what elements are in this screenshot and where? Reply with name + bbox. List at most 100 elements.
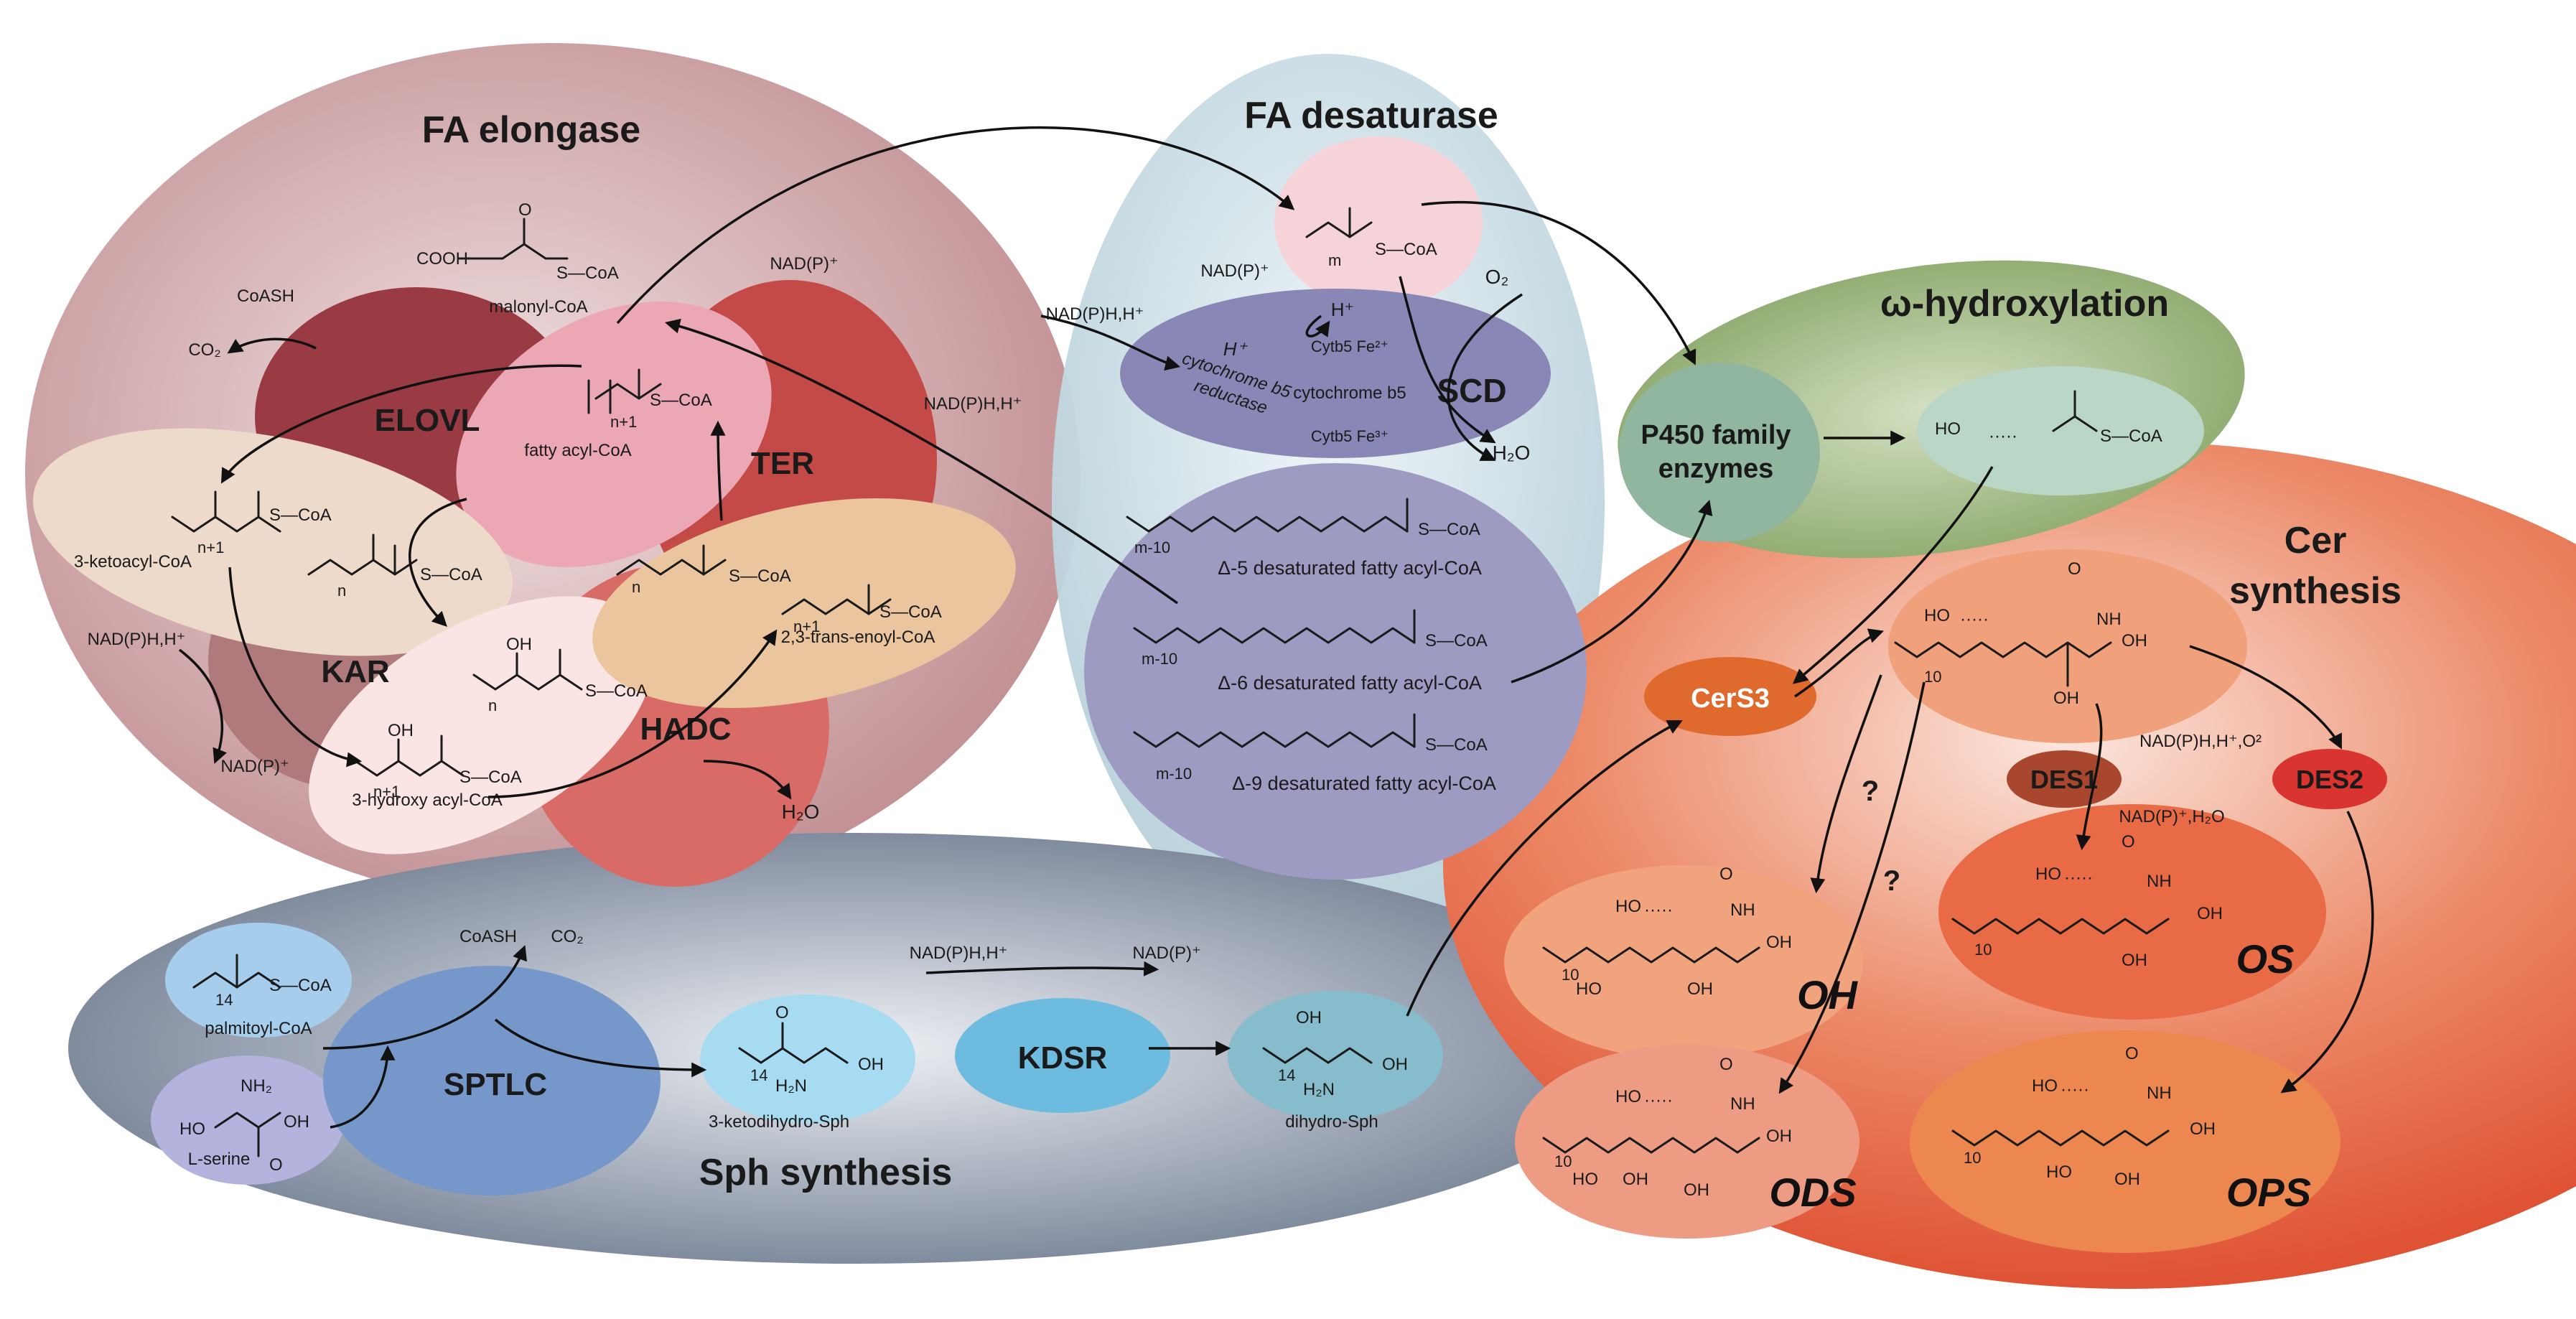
hydroxy2-oh: OH bbox=[388, 721, 414, 740]
l-serine-label: L-serine bbox=[188, 1150, 251, 1169]
ceramide-ops-structure: HO ····· O NH OH HO OH 10 bbox=[1951, 1044, 2216, 1189]
os-ho: HO bbox=[2035, 864, 2061, 884]
palmitoyl-coa-structure: 14 S—CoA bbox=[192, 954, 332, 1009]
oh-oh1: OH bbox=[1766, 933, 1792, 952]
dihydro-sph-oval bbox=[1228, 991, 1443, 1120]
palmitoyl-coa-label: palmitoyl-CoA bbox=[205, 1019, 312, 1038]
dhcer-dots: ····· bbox=[1960, 610, 1989, 629]
ceramide-ods-structure: HO ····· O NH OH HO OH OH 10 bbox=[1542, 1055, 1792, 1200]
p450-label-2: enzymes bbox=[1658, 454, 1774, 484]
sptlc-label: SPTLC bbox=[444, 1067, 547, 1102]
ods-ho: HO bbox=[1615, 1087, 1641, 1106]
os-dots: ····· bbox=[2064, 868, 2093, 887]
kar-label: KAR bbox=[321, 654, 389, 689]
dihydroceramide-structure: HO ····· O NH OH OH 10 bbox=[1894, 559, 2147, 708]
enoyl-coa-structure: n+1 S—CoA bbox=[781, 584, 942, 635]
scd-complex bbox=[1120, 289, 1551, 458]
sptlc-blob bbox=[323, 966, 661, 1196]
nadp-kdsr-label: NAD(P)⁺ bbox=[1132, 943, 1200, 963]
delta6-m10: m-10 bbox=[1142, 650, 1177, 668]
dh-sph-14: 14 bbox=[1278, 1066, 1295, 1084]
keto-n1: n+1 bbox=[197, 539, 224, 556]
omega-hydroxylation-title: ω-hydroxylation bbox=[1880, 283, 2169, 325]
fatty-acyl-coa-oval bbox=[456, 302, 772, 567]
omega-hydroxy-structure: HO ····· S—CoA bbox=[1935, 390, 2162, 446]
enoyl-coa-oval bbox=[592, 498, 1016, 709]
ketodihydro-sph-label: 3-ketodihydro-Sph bbox=[709, 1112, 849, 1132]
acyl-coa-n-structure: n S—CoA bbox=[307, 533, 482, 600]
cytb5-fe2-label: Cytb5 Fe²⁺ bbox=[1311, 337, 1389, 355]
dhcer-oh1: OH bbox=[2122, 631, 2147, 651]
fa-elongase-title: FA elongase bbox=[422, 109, 640, 151]
omega-scoa: S—CoA bbox=[2100, 427, 2162, 446]
oh-ho: HO bbox=[1615, 897, 1641, 916]
serine-oh: OH bbox=[284, 1112, 309, 1132]
h-plus-label-1: H⁺ bbox=[1223, 338, 1249, 360]
enoyl2-scoa: S—CoA bbox=[729, 567, 791, 586]
acyl-n: n bbox=[337, 582, 346, 600]
nadp-des-label: NAD(P)⁺,H₂O bbox=[2119, 807, 2224, 826]
dhcer-ho: HO bbox=[1924, 606, 1950, 625]
hydroxy2-scoa: S—CoA bbox=[459, 768, 522, 787]
h-plus-label-2: H⁺ bbox=[1331, 299, 1355, 320]
nadp-plus-label-2: NAD(P)⁺ bbox=[220, 757, 289, 776]
enoyl-coa-label: 2,3-trans-enoyl-CoA bbox=[781, 628, 935, 647]
co2-label-1: CO₂ bbox=[188, 340, 220, 360]
des1-label: DES1 bbox=[2030, 765, 2098, 794]
oh-dots: ····· bbox=[1644, 900, 1673, 920]
delta9-structure: m-10 S—CoA bbox=[1133, 713, 1488, 783]
enoyl2-n: n bbox=[632, 578, 640, 596]
hydroxy-n: n bbox=[488, 696, 497, 714]
ods-oh3: OH bbox=[1684, 1180, 1709, 1200]
ceramide-os-oval bbox=[1938, 804, 2326, 1020]
ops-10: 10 bbox=[1964, 1149, 1981, 1167]
keto-sph-o: O bbox=[775, 1003, 789, 1022]
ceramide-ops-label: OPS bbox=[2226, 1170, 2311, 1215]
ops-oh2: OH bbox=[2114, 1170, 2140, 1189]
p450-blob bbox=[1619, 363, 1820, 542]
dihydro-sph-label: dihydro-Sph bbox=[1285, 1112, 1378, 1132]
serine-o: O bbox=[269, 1155, 283, 1175]
hydroxy-acyl-n-structure: OH n S—CoA bbox=[472, 635, 648, 714]
sph-synthesis-title: Sph synthesis bbox=[699, 1152, 953, 1193]
cytochrome-b5-label: cytochrome b5 bbox=[1293, 383, 1406, 403]
coash-label-1: CoASH bbox=[237, 286, 294, 306]
ceramide-ods-oval bbox=[1515, 1045, 1859, 1239]
keto-sph-oh: OH bbox=[858, 1055, 884, 1074]
keto-sph-14: 14 bbox=[750, 1066, 767, 1084]
keto-scoa: S—CoA bbox=[269, 505, 332, 525]
oh-10: 10 bbox=[1562, 966, 1579, 984]
serine-ho: HO bbox=[179, 1119, 205, 1139]
hydroxyacyl-coa-label: 3-hydroxy acyl-CoA bbox=[352, 791, 502, 810]
ods-nh: NH bbox=[1730, 1094, 1755, 1114]
dhcer-o: O bbox=[2068, 559, 2081, 579]
ops-ho: HO bbox=[2032, 1076, 2058, 1096]
ops-o: O bbox=[2125, 1044, 2139, 1063]
cers3-label: CerS3 bbox=[1691, 684, 1770, 714]
fatty-acyl-coa-m-oval bbox=[1274, 136, 1483, 309]
ods-ho2: HO bbox=[1572, 1170, 1598, 1189]
malonyl-o: O bbox=[518, 200, 532, 220]
dhcer-oh2: OH bbox=[2053, 689, 2079, 708]
enoyl-scoa: S—CoA bbox=[879, 602, 942, 622]
nadph-label-1: NAD(P)H,H⁺ bbox=[924, 394, 1022, 414]
ods-oh1: OH bbox=[1766, 1127, 1792, 1146]
ops-dots: ····· bbox=[2061, 1080, 2089, 1099]
p450-label-1: P450 family bbox=[1641, 420, 1791, 450]
palm-14: 14 bbox=[215, 991, 233, 1009]
delta6-label: Δ-6 desaturated fatty acyl-CoA bbox=[1218, 672, 1482, 694]
o2-label: O₂ bbox=[1485, 266, 1509, 288]
nadp-plus-label-1: NAD(P)⁺ bbox=[770, 254, 838, 274]
hydroxy2-n1: n+1 bbox=[373, 783, 400, 801]
dh-sph-oh2: OH bbox=[1382, 1055, 1408, 1074]
ketoacyl-coa-label: 3-ketoacyl-CoA bbox=[74, 552, 192, 572]
ceramide-oh-label: OH bbox=[1797, 972, 1859, 1017]
fatty-m-scoa: S—CoA bbox=[1375, 240, 1437, 259]
os-nh: NH bbox=[2147, 872, 2172, 891]
cer-synthesis-title-line2: synthesis bbox=[2229, 570, 2402, 612]
omega-hydroxy-acyl-coa-oval bbox=[1917, 366, 2204, 495]
fatty-acyl-coa-m-structure: m S—CoA bbox=[1305, 207, 1437, 269]
keto-sph-h2n: H₂N bbox=[775, 1076, 807, 1096]
serine-nh2: NH₂ bbox=[241, 1076, 272, 1096]
